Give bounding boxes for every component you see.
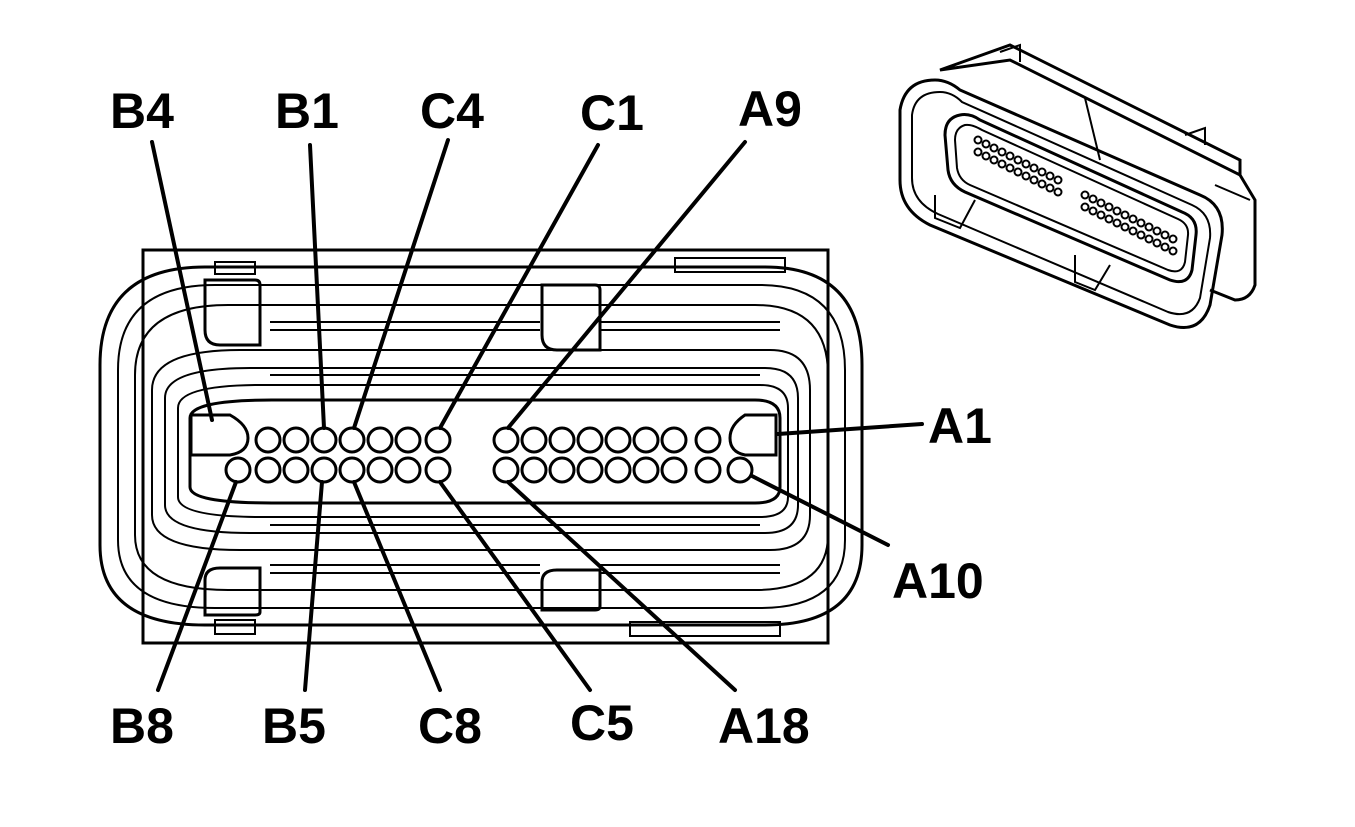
- pin-b5: [310, 456, 338, 484]
- pin-row-top-right: [492, 426, 722, 454]
- pin-row-bottom-left: [224, 456, 452, 484]
- leader-lines: [150, 138, 924, 692]
- label-a18: A18: [718, 698, 810, 754]
- pin-c8: [338, 456, 366, 484]
- pin: [576, 456, 604, 484]
- pin: [632, 426, 660, 454]
- leader-c5: [438, 480, 592, 692]
- leader-c1: [438, 143, 600, 430]
- pin: [604, 456, 632, 484]
- label-c1: C1: [580, 85, 644, 141]
- pin: [254, 426, 282, 454]
- leader-b1: [308, 143, 326, 430]
- pin-c5: [424, 456, 452, 484]
- pin: [366, 456, 394, 484]
- label-c8: C8: [418, 698, 482, 754]
- pin: [366, 426, 394, 454]
- pin-row-top-left: [254, 426, 452, 454]
- pin: [548, 456, 576, 484]
- connector-perspective-illustration: [898, 43, 1257, 329]
- leader-c8: [352, 480, 442, 692]
- label-c5: C5: [570, 695, 634, 751]
- leader-b4: [150, 140, 214, 422]
- pin-row-bottom-right: [492, 456, 754, 484]
- label-a10: A10: [892, 553, 984, 609]
- pin-labels: B4 B1 C4 C1 A9 A1 A10 B8 B5 C8 C5 A18: [110, 81, 992, 754]
- label-b8: B8: [110, 698, 174, 754]
- perspective-pins-right: [1080, 190, 1178, 256]
- pin: [520, 426, 548, 454]
- label-b5: B5: [262, 698, 326, 754]
- pin: [254, 456, 282, 484]
- pin: [548, 426, 576, 454]
- connector-face: [98, 248, 864, 645]
- pin: [520, 456, 548, 484]
- pin: [632, 456, 660, 484]
- pin-a10: [726, 456, 754, 484]
- leader-a18: [506, 480, 737, 692]
- pin: [694, 456, 722, 484]
- label-b1: B1: [275, 83, 339, 139]
- pin-a18: [492, 456, 520, 484]
- leader-b8: [156, 480, 238, 692]
- label-b4: B4: [110, 83, 174, 139]
- label-c4: C4: [420, 83, 484, 139]
- leader-b5: [303, 480, 324, 692]
- label-a1: A1: [928, 398, 992, 454]
- leader-a9: [506, 140, 747, 430]
- pin: [604, 426, 632, 454]
- leader-c4: [352, 138, 450, 430]
- pin: [660, 426, 688, 454]
- label-a9: A9: [738, 81, 802, 137]
- pin: [394, 456, 422, 484]
- leader-a10: [750, 474, 890, 547]
- pin: [576, 426, 604, 454]
- pin-b8: [224, 456, 252, 484]
- pin: [282, 456, 310, 484]
- pin: [282, 426, 310, 454]
- pin-a9: [492, 426, 520, 454]
- pin: [660, 456, 688, 484]
- pin: [694, 426, 722, 454]
- leader-a1: [776, 422, 924, 436]
- pin-c1: [424, 426, 452, 454]
- perspective-pins-left: [973, 135, 1063, 197]
- pin-c4: [338, 426, 366, 454]
- pin-b1: [310, 426, 338, 454]
- pin: [394, 426, 422, 454]
